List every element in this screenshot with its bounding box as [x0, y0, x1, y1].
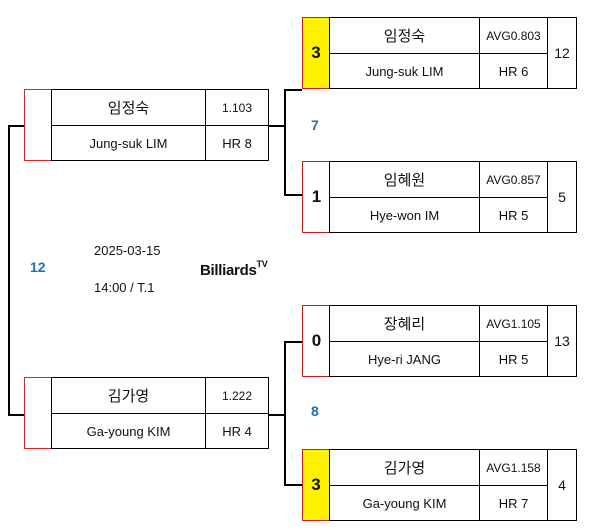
score-box: 0	[302, 305, 330, 377]
semi-bottom-player1: 장혜리 Hye-ri JANG AVG1.105 HR 5	[329, 305, 548, 377]
billiards-tv-logo: BilliardsTV	[200, 259, 268, 279]
player-avg: 1.103	[221, 100, 253, 115]
first-round-top-player: 임정숙 Jung-suk LIM 1.103 HR 8	[51, 89, 269, 161]
first-round-bottom-seed	[24, 377, 52, 449]
player-high-run: HR 5	[498, 207, 529, 223]
match-time-table: 14:00 / T.1	[94, 280, 155, 295]
player-total-innings: 13	[547, 305, 577, 377]
semi-top-player1: 임정숙 Jung-suk LIM AVG0.803 HR 6	[329, 17, 548, 89]
player-name-kr: 장혜리	[383, 316, 426, 333]
player-avg: AVG1.105	[486, 316, 541, 331]
player-total-innings: 4	[547, 449, 577, 521]
player-name-kr: 김가영	[107, 388, 150, 405]
first-round-top-seed	[24, 89, 52, 161]
score-box: 1	[302, 161, 330, 233]
score-box: 3	[302, 449, 330, 521]
player-name-en: Ga-young KIM	[86, 423, 171, 439]
player-avg: AVG0.857	[486, 172, 541, 187]
player-name-en: Ga-young KIM	[362, 495, 447, 511]
first-round-bottom-player: 김가영 Ga-young KIM 1.222 HR 4	[51, 377, 269, 449]
player-high-run: HR 4	[222, 423, 252, 439]
semi-bottom-inning-count: 8	[311, 403, 319, 419]
player-name-en: Hye-ri JANG	[368, 351, 441, 367]
player-high-run: HR 6	[498, 63, 529, 79]
player-high-run: HR 8	[222, 135, 252, 151]
semi-top-inning-count: 7	[311, 117, 319, 133]
player-name-kr: 임정숙	[383, 28, 426, 45]
player-name-kr: 임정숙	[107, 100, 150, 117]
player-high-run: HR 7	[498, 495, 529, 511]
player-name-en: Jung-suk LIM	[89, 135, 168, 151]
score-box: 3	[302, 17, 330, 89]
first-round-inning-count: 12	[30, 259, 46, 275]
semi-top-player2: 임혜원 Hye-won IM AVG0.857 HR 5	[329, 161, 548, 233]
player-total-innings: 12	[547, 17, 577, 89]
player-high-run: HR 5	[498, 351, 529, 367]
player-name-en: Jung-suk LIM	[365, 63, 444, 79]
player-name-en: Hye-won IM	[369, 207, 440, 223]
player-name-kr: 임혜원	[383, 172, 426, 189]
player-total-innings: 5	[547, 161, 577, 233]
semi-bottom-player2: 김가영 Ga-young KIM AVG1.158 HR 7	[329, 449, 548, 521]
player-avg: 1.222	[221, 388, 253, 403]
logo-super: TV	[256, 259, 268, 269]
player-avg: AVG1.158	[486, 460, 541, 475]
logo-text: Billiards	[200, 262, 257, 279]
player-name-kr: 김가영	[383, 460, 426, 477]
match-date: 2025-03-15	[94, 243, 161, 258]
player-avg: AVG0.803	[486, 28, 541, 43]
